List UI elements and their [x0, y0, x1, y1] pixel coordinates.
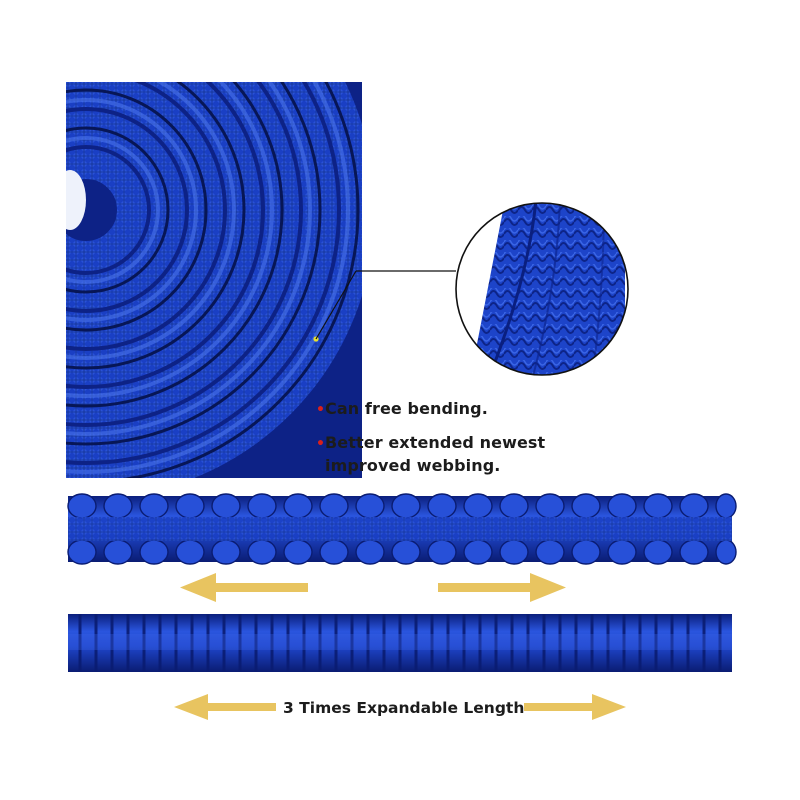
bullet-icon: •	[316, 402, 326, 418]
feature-text-line-1: Better extended newest	[325, 433, 546, 452]
arrow-right-upper	[438, 573, 566, 602]
zoom-detail-circle	[455, 202, 629, 376]
coiled-hose	[66, 82, 362, 478]
feature-bending: •Can free bending.	[316, 398, 488, 421]
feature-text-line-2: improved webbing.	[325, 456, 501, 475]
bullet-icon: •	[316, 436, 326, 452]
feature-text: Can free bending.	[325, 399, 488, 418]
callout-pointer	[313, 270, 456, 342]
expandable-length-caption: 3 Times Expandable Length	[283, 699, 525, 717]
arrow-left-lower	[174, 694, 276, 720]
arrow-right-lower	[524, 694, 626, 720]
compressed-hose	[67, 493, 737, 565]
expanded-hose	[68, 614, 732, 672]
arrow-left-upper	[180, 573, 308, 602]
feature-webbing: •Better extended newest improved webbing…	[316, 432, 545, 476]
